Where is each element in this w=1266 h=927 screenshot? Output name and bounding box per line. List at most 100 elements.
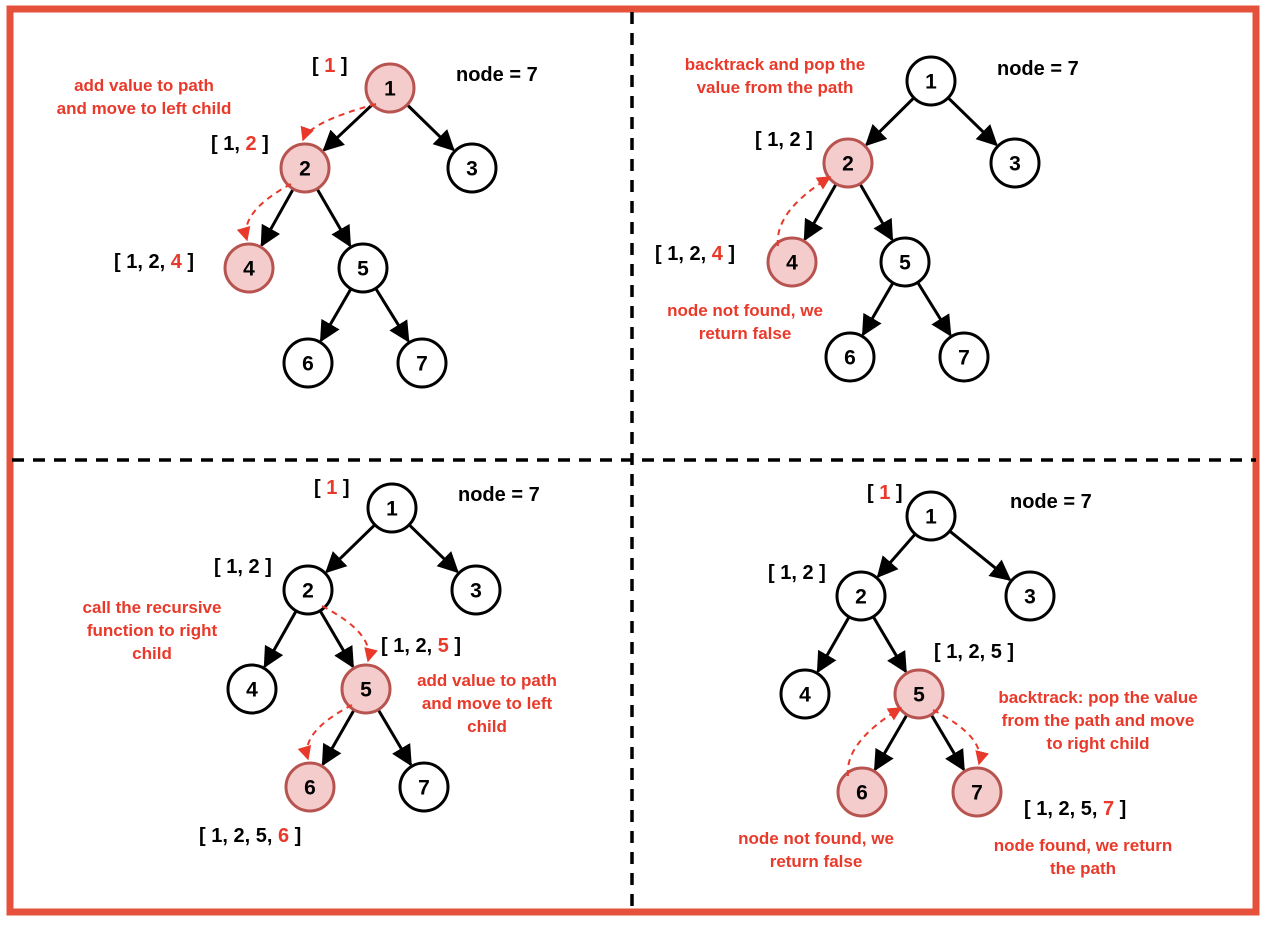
target-node-label: node = 7 [997, 58, 1079, 80]
tree-edge-1-2 [322, 103, 374, 152]
traversal-arc-4-2 [776, 176, 832, 247]
tree-node-label: 6 [856, 782, 868, 805]
tree-node-4 [226, 663, 278, 715]
tree-edge-1-2 [876, 533, 917, 579]
annotation-line: return false [770, 852, 863, 871]
annotation-line: node not found, we [738, 829, 894, 848]
tree-edge-5-7 [916, 281, 952, 337]
path-label-1: [ 1 ] [314, 477, 350, 499]
tree-node-7 [398, 761, 450, 813]
tree-edge-2-4 [803, 183, 838, 242]
annotation-note: node not found, we return false [738, 829, 894, 871]
tree-edge-1-2 [865, 96, 915, 147]
annotation-note: backtrack: pop the value from the path an… [998, 688, 1197, 753]
tree-node-2 [835, 570, 887, 622]
path-prefix: [ [314, 477, 326, 499]
tree-node-2 [282, 564, 334, 616]
path-prefix: [ 1, 2, 5, [199, 825, 278, 847]
tree-node-4 [766, 236, 818, 288]
tree-edge-1-3 [408, 523, 459, 574]
tree-edge-1-3 [947, 96, 998, 147]
tree-node-label: 2 [855, 586, 867, 609]
path-suffix: ] [890, 482, 902, 504]
annotation-line: the path [1050, 859, 1116, 878]
tree-node-7 [396, 337, 448, 389]
tree-edge-5-6 [873, 713, 909, 772]
path-label-4: [ 1, 2, 4 ] [114, 251, 194, 273]
path-new-value: 4 [171, 251, 183, 273]
tree-edge-5-6 [321, 709, 356, 767]
annotation-line: from the path and move [1002, 711, 1195, 730]
path-prefix: [ 1, 2 ] [768, 562, 826, 584]
tree-node-7 [938, 331, 990, 383]
tree-node-label: 5 [360, 679, 372, 702]
tree-node-label: 1 [925, 506, 937, 529]
tree-node-5 [893, 668, 945, 720]
tree-node-label: 4 [243, 258, 255, 281]
traversal-arc-1-2 [300, 103, 377, 142]
tree-node-label: 4 [246, 679, 258, 702]
path-new-value: 7 [1103, 798, 1114, 820]
annotation-line: to right child [1047, 734, 1150, 753]
path-suffix: ] [1114, 798, 1126, 820]
tree-node-1 [364, 62, 416, 114]
annotation-line: function to right [87, 621, 218, 640]
tree-node-label: 3 [470, 580, 482, 603]
traversal-arc-6-5 [846, 707, 903, 777]
target-node-label: node = 7 [1010, 491, 1092, 513]
path-label-2: [ 1, 2 ] [214, 556, 272, 578]
tree-edge-2-4 [816, 616, 851, 674]
tree-node-5 [340, 663, 392, 715]
traversal-arc-5-7 [932, 709, 989, 766]
tree-node-2 [279, 142, 331, 194]
tree-node-label: 3 [1024, 586, 1036, 609]
tree-node-label: 6 [302, 353, 314, 376]
tree-edge-1-3 [948, 529, 1012, 581]
traversal-arc-2-5 [321, 605, 378, 663]
target-node-label: node = 7 [458, 484, 540, 506]
path-label-6: [ 1, 2, 5, 6 ] [199, 825, 301, 847]
traversal-arc-2-4 [236, 183, 292, 242]
tree-edge-2-4 [260, 188, 295, 248]
path-prefix: [ 1, 2 ] [755, 129, 813, 151]
annotation-line: add value to path [417, 671, 557, 690]
tree-node-3 [989, 137, 1041, 189]
tree-node-6 [282, 337, 334, 389]
path-label-4: [ 1, 2, 4 ] [655, 243, 735, 265]
path-new-value: 6 [278, 825, 289, 847]
path-prefix: [ 1, 2, [381, 635, 438, 657]
path-label-2: [ 1, 2 ] [768, 562, 826, 584]
annotation-line: and move to left [422, 694, 553, 713]
tree-node-label: 4 [799, 684, 811, 707]
path-prefix: [ 1, [211, 133, 245, 155]
tree-edge-2-5 [315, 188, 352, 248]
annotation-line: backtrack: pop the value [998, 688, 1197, 707]
path-label-1: [ 1 ] [867, 482, 903, 504]
tree-node-5 [337, 242, 389, 294]
annotation-line: call the recursive [83, 598, 222, 617]
tree-node-6 [824, 331, 876, 383]
panels-group: 1 2 3 4 5 6 7 node = 7 [ 1 ] [ 1, 2 ] [ 1, 2, 4 ] a… [57, 55, 1198, 878]
annotation-line: and move to left child [57, 99, 232, 118]
path-label-5: [ 1, 2, 5 ] [934, 641, 1014, 663]
tree-node-1 [905, 490, 957, 542]
tree-node-label: 5 [899, 252, 911, 275]
path-label-2: [ 1, 2 ] [211, 133, 269, 155]
tree-edge-2-5 [871, 615, 908, 674]
path-suffix: ] [257, 133, 269, 155]
tree-node-1 [905, 55, 957, 107]
path-prefix: [ [312, 55, 324, 77]
tree-node-label: 5 [357, 258, 369, 281]
tree-node-3 [450, 564, 502, 616]
tree-node-1 [366, 482, 418, 534]
tree-edge-1-2 [325, 523, 376, 574]
path-suffix: ] [449, 635, 461, 657]
tree-node-label: 3 [466, 158, 478, 181]
